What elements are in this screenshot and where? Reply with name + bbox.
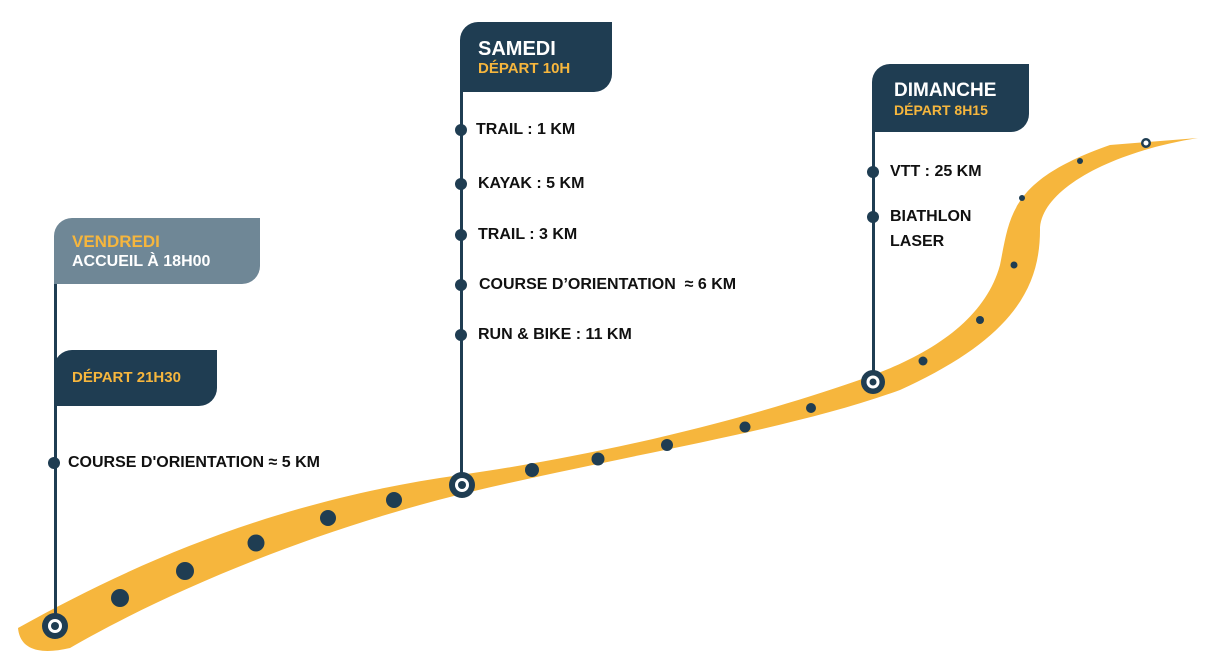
milestone-saturday [449,472,475,498]
sunday-title: DIMANCHE [894,80,997,101]
road-dot [320,510,336,526]
saturday-depart: DÉPART 10H [478,60,571,77]
saturday-item: TRAIL : 3 KM [478,226,578,243]
bullet [455,279,467,291]
saturday-item: RUN & BIKE : 11 KM [478,326,632,343]
saturday-title: SAMEDI [478,38,556,60]
bullet [867,211,879,223]
friday-item: COURSE D'ORIENTATION ≈ 5 KM [68,454,320,471]
road-dot [525,463,539,477]
friday-depart: DÉPART 21H30 [72,369,181,386]
flag-sunday: DIMANCHE DÉPART 8H15 [872,64,1029,132]
sunday-item: LASER [890,233,945,250]
road-dot [806,403,816,413]
milestone-end [1141,138,1151,148]
saturday-item: KAYAK : 5 KM [478,175,585,192]
road-dot [111,589,129,607]
road-dot [661,439,673,451]
saturday-item: COURSE D’ORIENTATION ≈ 6 KM [479,276,737,293]
bullet [455,229,467,241]
friday-title: VENDREDI [72,232,160,251]
pole-friday [54,280,57,615]
road-dot [1019,195,1025,201]
saturday-item: TRAIL : 1 KM [476,121,576,138]
pole-sunday [872,128,875,371]
bullet [867,166,879,178]
bullet [455,178,467,190]
milestone-sunday [861,370,885,394]
road-dot [1010,261,1018,269]
bullet [455,124,467,136]
road-shape [18,138,1198,651]
road-dot [591,452,605,466]
road-dot [739,421,751,433]
sunday-item: VTT : 25 KM [890,163,982,180]
road-dot [247,534,265,552]
road-dot [918,356,928,366]
road-dot [176,562,194,580]
milestone-friday [42,613,68,639]
road-dot [976,316,984,324]
friday-subtitle: ACCUEIL À 18H00 [72,253,211,270]
flag-saturday: SAMEDI DÉPART 10H [460,22,612,92]
flag-friday: VENDREDI ACCUEIL À 18H00 [54,218,260,284]
sunday-item: BIATHLON [890,208,972,225]
sunday-depart: DÉPART 8H15 [894,102,988,118]
road-dot [386,492,402,508]
road-dot [1077,158,1083,164]
flag-friday-depart: DÉPART 21H30 [54,350,217,406]
bullet [455,329,467,341]
bullet [48,457,60,469]
